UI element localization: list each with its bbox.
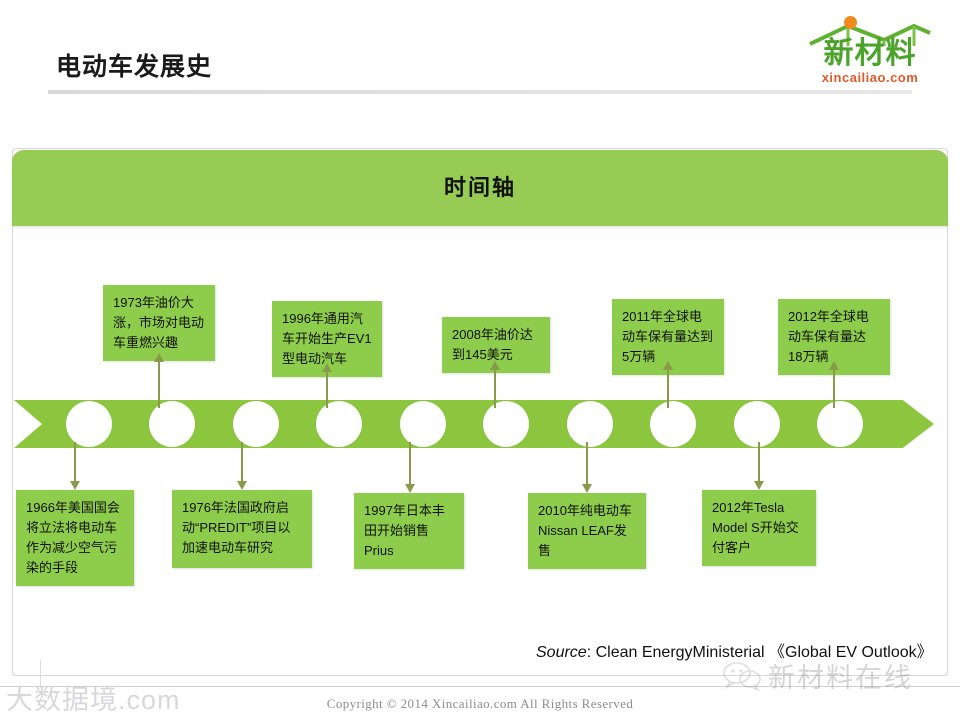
timeline-card-event-1997[interactable]: 1997年日本丰田开始销售Prius [354,493,464,569]
timeline-dot-4 [316,401,362,447]
timeline-connector-event-1996 [322,363,332,408]
footer-copyright: Copyright © 2014 Xincailiao.com All Righ… [326,696,634,711]
timeline-card-event-2011[interactable]: 2011年全球电动车保有量达到5万辆 [612,299,724,375]
source-label: Source [536,644,587,661]
source-text: Clean EnergyMinisterial 《Global EV Outlo… [595,644,933,661]
page-title: 电动车发展史 [56,53,213,81]
timeline-dot-2 [149,401,195,447]
timeline-dot-9 [734,401,780,447]
watermark-tick [40,660,41,688]
timeline-dot-10 [817,401,863,447]
logo-sun-icon [844,16,857,29]
timeline-connector-event-1976 [237,442,247,490]
timeline-dot-1 [66,401,112,447]
timeline-card-event-1973[interactable]: 1973年油价大涨，市场对电动车重燃兴趣 [103,285,215,361]
timeline-connector-event-1966 [70,442,80,490]
timeline-card-event-2012-stock[interactable]: 2012年全球电动车保有量达18万辆 [778,299,890,375]
timeline-arrow [14,400,934,448]
timeline-dot-3 [233,401,279,447]
footer-divider [0,686,960,687]
logo-brand-url: xincailiao.com [821,70,919,85]
brand-logo: 新材料 xincailiao.com [800,10,940,88]
timeline-panel-title: 时间轴 [443,175,516,200]
timeline-card-event-1966[interactable]: 1966年美国国会将立法将电动车作为减少空气污染的手段 [16,490,134,586]
logo-roof-icon [809,24,931,46]
timeline-connector-event-2010 [582,442,592,493]
timeline-dot-8 [650,401,696,447]
source-note: Source: Clean EnergyMinisterial 《Global … [536,638,933,662]
timeline-dot-5 [400,401,446,447]
timeline-connector-event-1997 [405,442,415,493]
timeline-connector-event-1973 [154,353,164,408]
timeline-card-event-2012-tesla[interactable]: 2012年Tesla Model S开始交付客户 [702,490,816,566]
timeline-card-event-1976[interactable]: 1976年法国政府启动“PREDIT”项目以加速电动车研究 [172,490,312,568]
source-separator: : [586,644,596,661]
timeline-connector-event-2012-stock [829,361,839,408]
timeline-dot-6 [483,401,529,447]
timeline-connector-event-2012-tesla [754,442,764,490]
timeline-dot-7 [567,401,613,447]
timeline-panel-header: 时间轴 [12,150,948,226]
logo-brand-cn: 新材料 [823,37,917,70]
timeline-connector-event-2011 [663,361,673,408]
timeline-card-event-2010[interactable]: 2010年纯电动车Nissan LEAF发售 [528,493,646,569]
title-divider [48,90,912,94]
timeline-connector-event-2008 [490,361,500,408]
